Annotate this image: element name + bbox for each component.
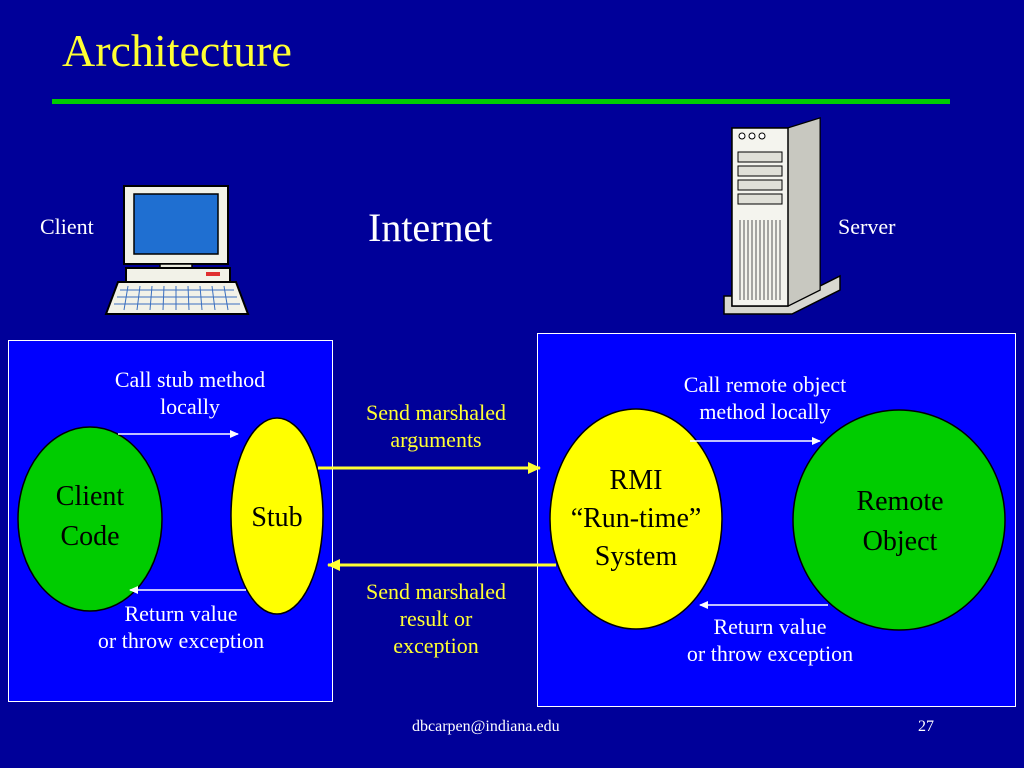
call-stub-label: Call stub method locally	[114, 367, 266, 419]
client-label: Client	[40, 214, 94, 239]
client-code-oval	[17, 426, 163, 612]
client-return-label: Return value or throw exception	[97, 601, 265, 653]
stub-oval	[230, 417, 324, 615]
rmi-runtime-text: RMI “Run-time” System	[570, 465, 702, 572]
remote-object-oval	[792, 409, 1006, 631]
server-label: Server	[838, 214, 896, 239]
remote-object-text: Remote Object	[856, 486, 944, 557]
client-code-text: Client Code	[55, 481, 125, 552]
send-arguments-label: Send marshaled arguments	[366, 400, 506, 452]
page-number: 27	[918, 718, 934, 735]
stub-text: Stub	[251, 502, 303, 533]
internet-label: Internet	[368, 205, 493, 250]
call-remote-label: Call remote object method locally	[683, 372, 847, 424]
send-result-label: Send marshaled result or exception	[366, 579, 506, 658]
rmi-runtime-oval	[549, 408, 723, 630]
slide-title: Architecture	[62, 25, 292, 76]
title-divider	[52, 99, 950, 104]
footer-email: dbcarpen@indiana.edu	[412, 718, 560, 735]
server-return-label: Return value or throw exception	[686, 614, 854, 666]
